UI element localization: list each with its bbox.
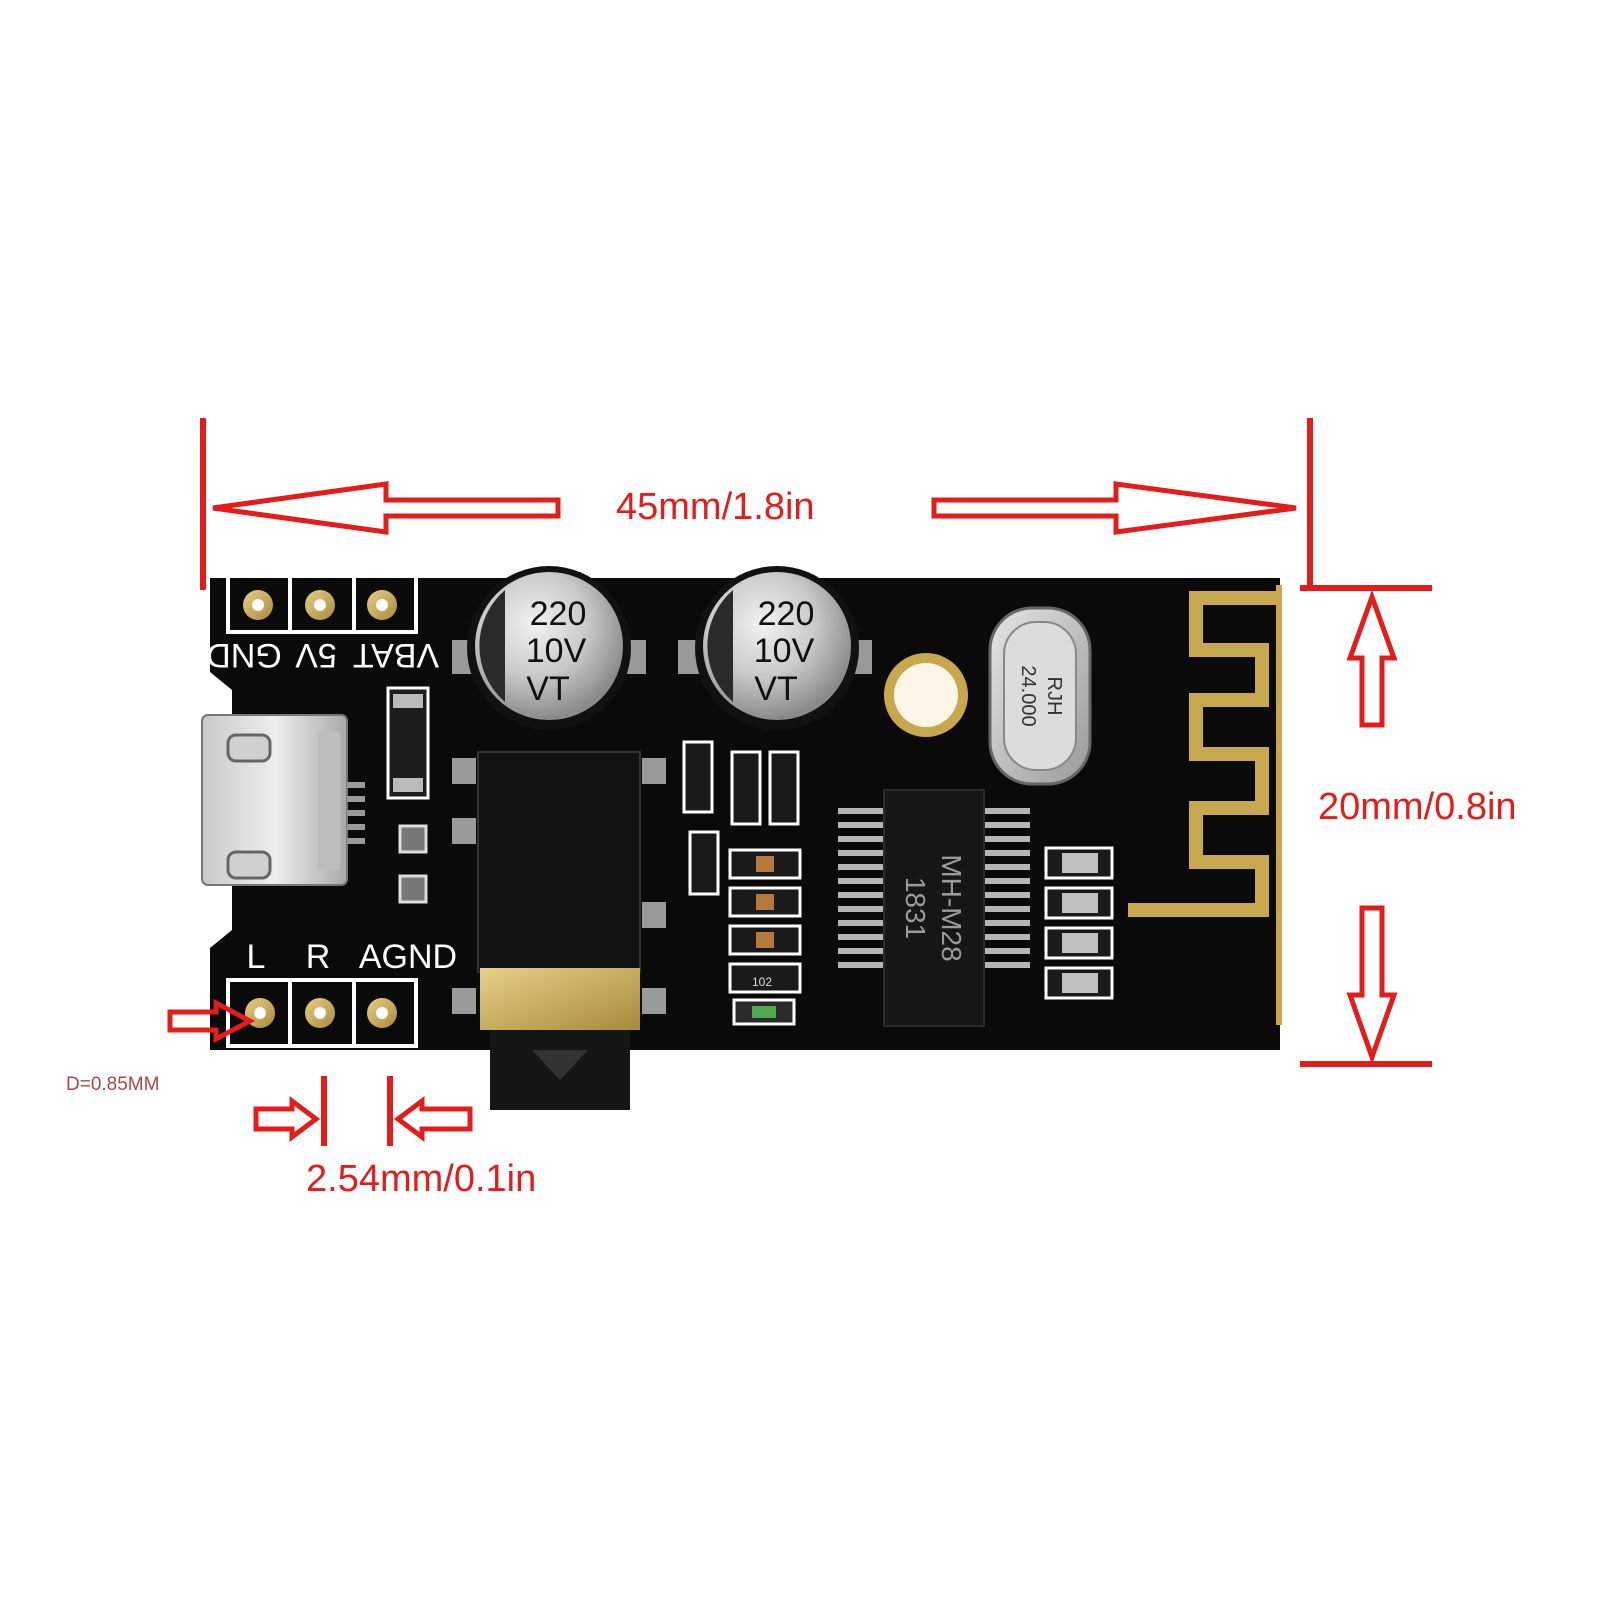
- arrow-pitch-left-icon: [393, 1096, 473, 1142]
- svg-text:220: 220: [530, 595, 587, 633]
- resistor-code: 102: [752, 975, 772, 989]
- top-pin-header: [226, 570, 418, 634]
- capacitor-1: 220 10V VT: [452, 566, 646, 730]
- diode: [386, 686, 430, 800]
- smd-capacitors-right: [1044, 846, 1114, 1000]
- svg-text:VT: VT: [526, 670, 569, 708]
- svg-text:GND: GND: [206, 636, 282, 674]
- arrow-left-icon: [212, 481, 561, 535]
- pin-label-r: R: [306, 938, 331, 976]
- smd-capacitor-bodies: [1062, 853, 1098, 993]
- pin-label-l: L: [247, 938, 266, 976]
- resistor-bodies: [756, 856, 774, 948]
- smd-components: [682, 740, 802, 1026]
- audio-jack: [452, 751, 666, 1110]
- arrow-pitch-right-icon: [253, 1096, 321, 1142]
- smd-pad: [398, 824, 428, 854]
- arrow-down-icon: [1346, 905, 1398, 1065]
- svg-text:VBAT: VBAT: [353, 636, 439, 674]
- pin-pitch-label: 2.54mm/0.1in: [306, 1158, 537, 1200]
- capacitor-2: 220 10V VT: [678, 566, 872, 730]
- top-pin-labels: VBAT 5V GND: [206, 636, 439, 674]
- pin-label-agnd: AGND: [359, 938, 457, 976]
- svg-text:220: 220: [758, 595, 815, 633]
- width-dimension-label: 20mm/0.8in: [1318, 786, 1517, 828]
- antenna-trace: [1128, 591, 1276, 917]
- crystal-oscillator: RJH 24.000: [988, 606, 1092, 786]
- svg-text:1831: 1831: [900, 877, 931, 939]
- svg-text:10V: 10V: [526, 632, 587, 670]
- length-dimension-label: 45mm/1.8in: [616, 486, 815, 528]
- smd-pad: [398, 874, 428, 904]
- hole-diameter-label: D=0.85MM: [66, 1074, 160, 1095]
- svg-text:24.000: 24.000: [1017, 665, 1039, 726]
- arrow-right-icon: [931, 481, 1297, 535]
- bottom-pin-header: [226, 978, 418, 1048]
- svg-text:MH-M28: MH-M28: [936, 854, 967, 961]
- arrow-hole-icon: [167, 998, 256, 1044]
- antenna-edge: [1276, 585, 1282, 1025]
- arrow-up-icon: [1346, 589, 1398, 728]
- svg-text:RJH: RJH: [1043, 677, 1065, 716]
- dimension-annotations: [167, 418, 1432, 1146]
- svg-text:10V: 10V: [754, 632, 815, 670]
- svg-text:5V: 5V: [295, 636, 337, 674]
- micro-usb-port: [201, 714, 365, 886]
- svg-text:VT: VT: [754, 670, 797, 708]
- bluetooth-chip: MH-M28 1831: [838, 789, 1030, 1027]
- status-led: [752, 1006, 776, 1018]
